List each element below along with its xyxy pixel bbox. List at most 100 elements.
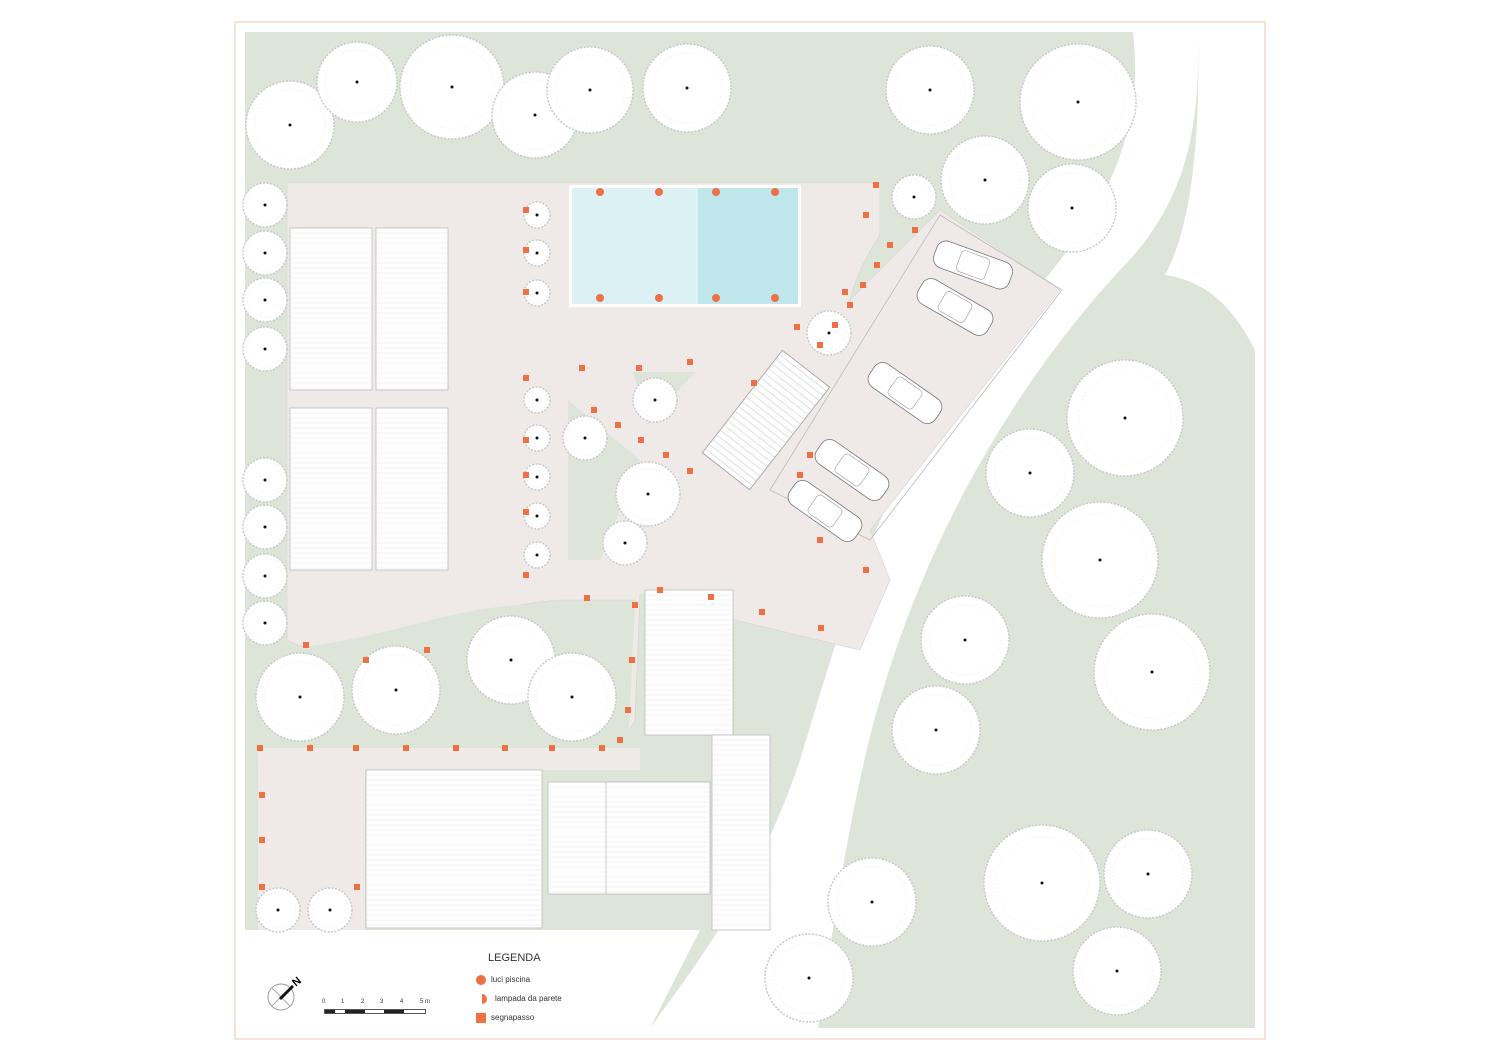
tree	[399, 34, 505, 140]
parked-car	[787, 480, 863, 542]
tree	[806, 310, 852, 356]
legend-item: segnapasso	[470, 1008, 562, 1027]
step-light	[424, 647, 430, 653]
step-light	[629, 657, 635, 663]
step-light	[860, 282, 866, 288]
pool-light	[655, 188, 663, 196]
tree	[523, 502, 551, 530]
tree	[891, 174, 937, 220]
step-light	[863, 212, 869, 218]
wall-lamp-icon	[482, 993, 487, 1004]
parked-car	[867, 362, 943, 424]
roof-structure	[605, 781, 711, 895]
tree	[546, 46, 634, 134]
step-light	[708, 594, 714, 600]
pool-light	[596, 188, 604, 196]
tree	[255, 887, 301, 933]
access-road	[650, 32, 1199, 1028]
step-light	[912, 227, 918, 233]
roof-structure	[289, 227, 373, 391]
tree	[351, 645, 441, 735]
step-light	[523, 472, 529, 478]
step-light	[807, 452, 813, 458]
parking-area	[769, 214, 1063, 541]
step-light-icon	[476, 1012, 486, 1023]
pool-light	[771, 294, 779, 302]
step-light	[887, 242, 893, 248]
step-light	[259, 792, 265, 798]
tree	[523, 386, 551, 414]
legend-title: LEGENDA	[488, 952, 541, 964]
step-light	[759, 609, 765, 615]
parked-car	[916, 278, 994, 336]
step-light	[584, 595, 590, 601]
tree	[764, 933, 854, 1023]
tree	[562, 415, 608, 461]
tree	[242, 553, 288, 599]
tree	[242, 230, 288, 276]
legend-label: segnapasso	[491, 1013, 535, 1022]
tree	[891, 685, 981, 775]
scale-label: 5 m	[420, 999, 431, 1005]
step-light	[259, 837, 265, 843]
pool-light-icon	[476, 974, 486, 985]
step-light	[303, 642, 309, 648]
tree	[1066, 359, 1184, 477]
step-light	[615, 422, 621, 428]
pool-light	[712, 188, 720, 196]
step-light	[817, 537, 823, 543]
scale-label: 2	[361, 999, 365, 1005]
step-light	[363, 657, 369, 663]
legend-item: luci piscina	[470, 970, 562, 989]
tree	[242, 182, 288, 228]
step-light	[842, 289, 848, 295]
roof-structure	[711, 734, 771, 931]
step-light	[579, 365, 585, 371]
step-light	[687, 468, 693, 474]
tree	[242, 504, 288, 550]
tree	[523, 541, 551, 569]
scale-label: 4	[400, 999, 404, 1005]
step-light	[638, 437, 644, 443]
tree	[615, 461, 681, 527]
step-light	[636, 365, 642, 371]
scale-label: 1	[341, 999, 345, 1005]
tree	[242, 277, 288, 323]
pool-light	[771, 188, 779, 196]
step-light	[873, 182, 879, 188]
legend-label: luci piscina	[491, 975, 531, 984]
tree	[527, 652, 617, 742]
legend-item: lampada da parete	[470, 989, 562, 1008]
step-light	[403, 745, 409, 751]
tree	[940, 135, 1030, 225]
step-light	[625, 707, 631, 713]
parked-car	[814, 439, 890, 501]
step-light	[523, 247, 529, 253]
tree	[1072, 926, 1162, 1016]
step-light	[523, 207, 529, 213]
roof-structure	[375, 227, 449, 391]
step-light	[523, 375, 529, 381]
pool-light	[655, 294, 663, 302]
tree	[602, 520, 648, 566]
roof-structure	[644, 589, 734, 736]
step-light	[751, 380, 757, 386]
step-light	[354, 884, 360, 890]
tree	[920, 595, 1010, 685]
tree	[985, 428, 1075, 518]
roof-structure	[375, 407, 449, 571]
tree	[245, 80, 335, 170]
tree	[255, 652, 345, 742]
scale-bar: 0 1 2 3 4 5 m	[322, 999, 442, 1017]
tree	[523, 424, 551, 452]
legend-label: lampada da parete	[495, 994, 562, 1003]
tree	[316, 41, 398, 123]
step-light	[817, 342, 823, 348]
pool-light	[596, 294, 604, 302]
roof-structure	[289, 407, 373, 571]
lower-terrace	[258, 748, 640, 930]
tree	[1103, 829, 1193, 919]
step-light	[549, 745, 555, 751]
step-light	[257, 745, 263, 751]
